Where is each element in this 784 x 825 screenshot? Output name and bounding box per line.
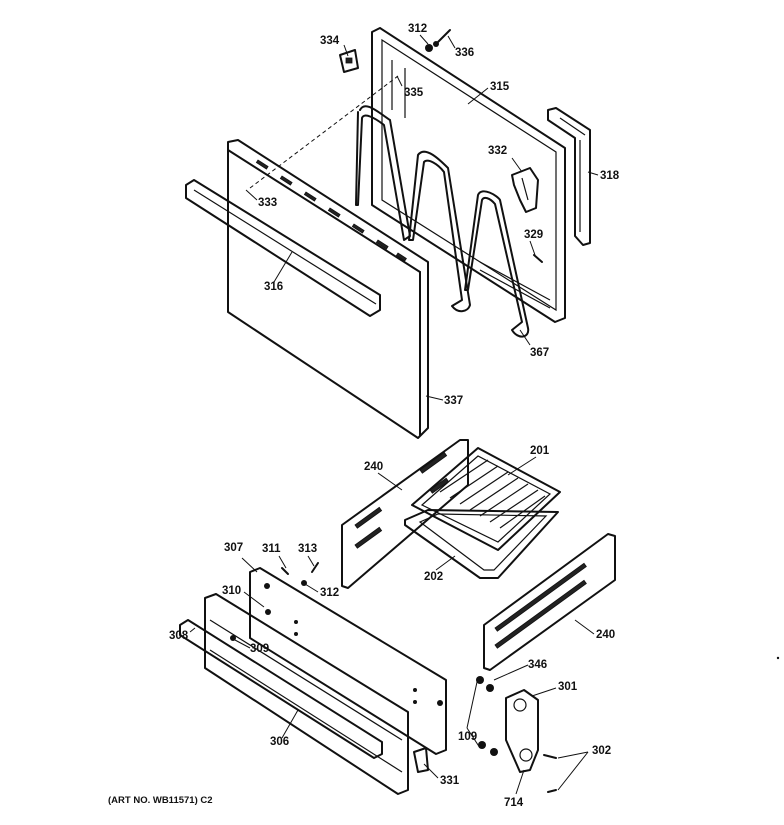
callout-329: 329	[524, 229, 543, 241]
nuts-346	[476, 676, 498, 756]
callout-307: 307	[224, 542, 243, 554]
callout-309: 309	[250, 643, 269, 655]
callout-334: 334	[320, 35, 340, 47]
callout-346: 346	[528, 659, 547, 671]
broiler-rail-left	[341, 439, 469, 589]
callout-318: 318	[600, 170, 620, 182]
drawer-clip	[413, 747, 429, 773]
door-handle	[185, 179, 381, 317]
broiler-pan	[404, 509, 559, 579]
callout-202: 202	[424, 571, 443, 583]
door-inner-frame	[371, 27, 566, 323]
callout-331: 331	[440, 775, 460, 787]
callout-316: 316	[264, 281, 283, 293]
callout-labels: 312 336 334 335 315 318 332 333 329 316 …	[108, 23, 620, 809]
callout-313: 313	[298, 543, 317, 555]
callout-240-left: 240	[364, 461, 383, 473]
callout-311: 311	[262, 543, 281, 555]
callout-302: 302	[592, 745, 611, 757]
roller-bracket	[505, 689, 539, 773]
callout-240-right: 240	[596, 629, 615, 641]
callout-308: 308	[169, 630, 189, 642]
screw-336	[425, 29, 451, 52]
callout-315: 315	[490, 81, 510, 93]
callout-312-lower: 312	[320, 587, 339, 599]
callout-201: 201	[530, 445, 550, 457]
screws-302	[543, 754, 557, 793]
drawer-handle	[179, 619, 383, 759]
callout-306: 306	[270, 736, 289, 748]
vent-clip	[511, 167, 539, 213]
callout-109: 109	[458, 731, 477, 743]
screws-311-313	[281, 562, 319, 586]
callout-333: 333	[258, 197, 277, 209]
callout-714: 714	[504, 797, 524, 809]
callout-312: 312	[408, 23, 427, 35]
callout-337: 337	[444, 395, 463, 407]
callout-336: 336	[455, 47, 474, 59]
drawer-front-panel	[249, 567, 447, 755]
callout-335: 335	[404, 87, 424, 99]
drawer-body	[204, 593, 409, 795]
callout-332: 332	[488, 145, 507, 157]
hinge-arms	[355, 105, 530, 338]
screw-329	[533, 254, 543, 263]
door-outer-panel	[227, 139, 429, 439]
art-number: (ART NO. WB11571) C2	[108, 795, 213, 806]
leader-lines	[189, 34, 599, 795]
broiler-rail-right	[483, 533, 616, 671]
callout-367: 367	[530, 347, 549, 359]
hinge-bracket	[339, 49, 359, 73]
door-side-channel	[547, 107, 591, 246]
callout-301: 301	[558, 681, 578, 693]
callout-310: 310	[222, 585, 241, 597]
